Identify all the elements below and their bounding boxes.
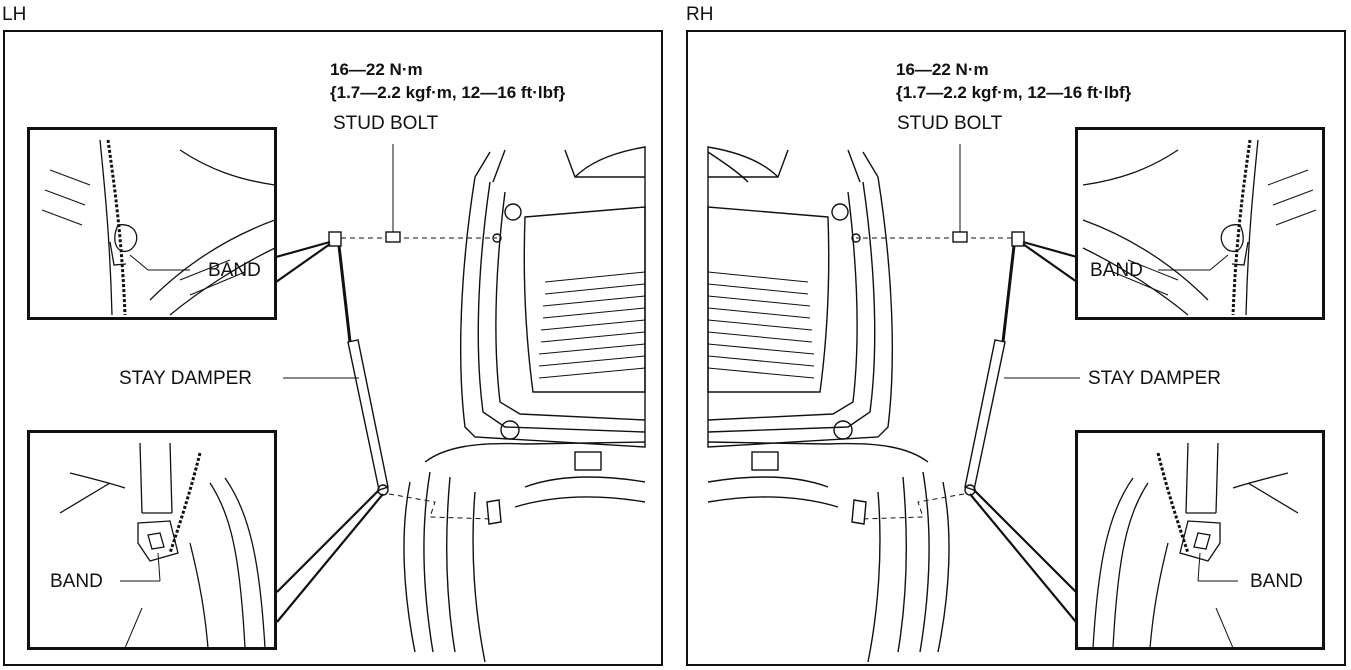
rh-stud-bolt-label: STUD BOLT: [897, 113, 1003, 134]
rh-torque-kgf: {1.7—2.2 kgf·m, 12—16 ft·lbf}: [896, 83, 1132, 102]
lh-stud-bolt-label: STUD BOLT: [333, 113, 439, 134]
lh-vehicle-drawing: [275, 144, 646, 663]
lh-side-label: LH: [2, 4, 27, 25]
rh-torque-nm: 16—22 N·m: [896, 60, 989, 79]
rh-side-label: RH: [686, 4, 714, 25]
rh-stay-damper-label: STAY DAMPER: [1088, 368, 1222, 389]
lh-lower-band-label: BAND: [50, 571, 103, 592]
rh-vehicle-drawing: [707, 144, 1080, 663]
lh-upper-band-inset: BAND: [27, 127, 277, 320]
lh-torque-nm: 16—22 N·m: [330, 60, 423, 79]
lh-upper-band-label: BAND: [208, 260, 261, 281]
lh-panel: 16—22 N·m {1.7—2.2 kgf·m, 12—16 ft·lbf} …: [3, 30, 663, 666]
rh-panel: 16—22 N·m {1.7—2.2 kgf·m, 12—16 ft·lbf} …: [686, 30, 1346, 666]
rh-upper-band-label: BAND: [1090, 260, 1143, 281]
lh-torque-kgf: {1.7—2.2 kgf·m, 12—16 ft·lbf}: [330, 83, 566, 102]
lh-lower-band-inset: BAND: [27, 430, 277, 650]
rh-lower-band-label: BAND: [1250, 571, 1303, 592]
rh-upper-band-inset: BAND: [1075, 127, 1325, 320]
rh-lower-band-inset: BAND: [1075, 430, 1325, 650]
lh-stay-damper-label: STAY DAMPER: [119, 368, 253, 389]
